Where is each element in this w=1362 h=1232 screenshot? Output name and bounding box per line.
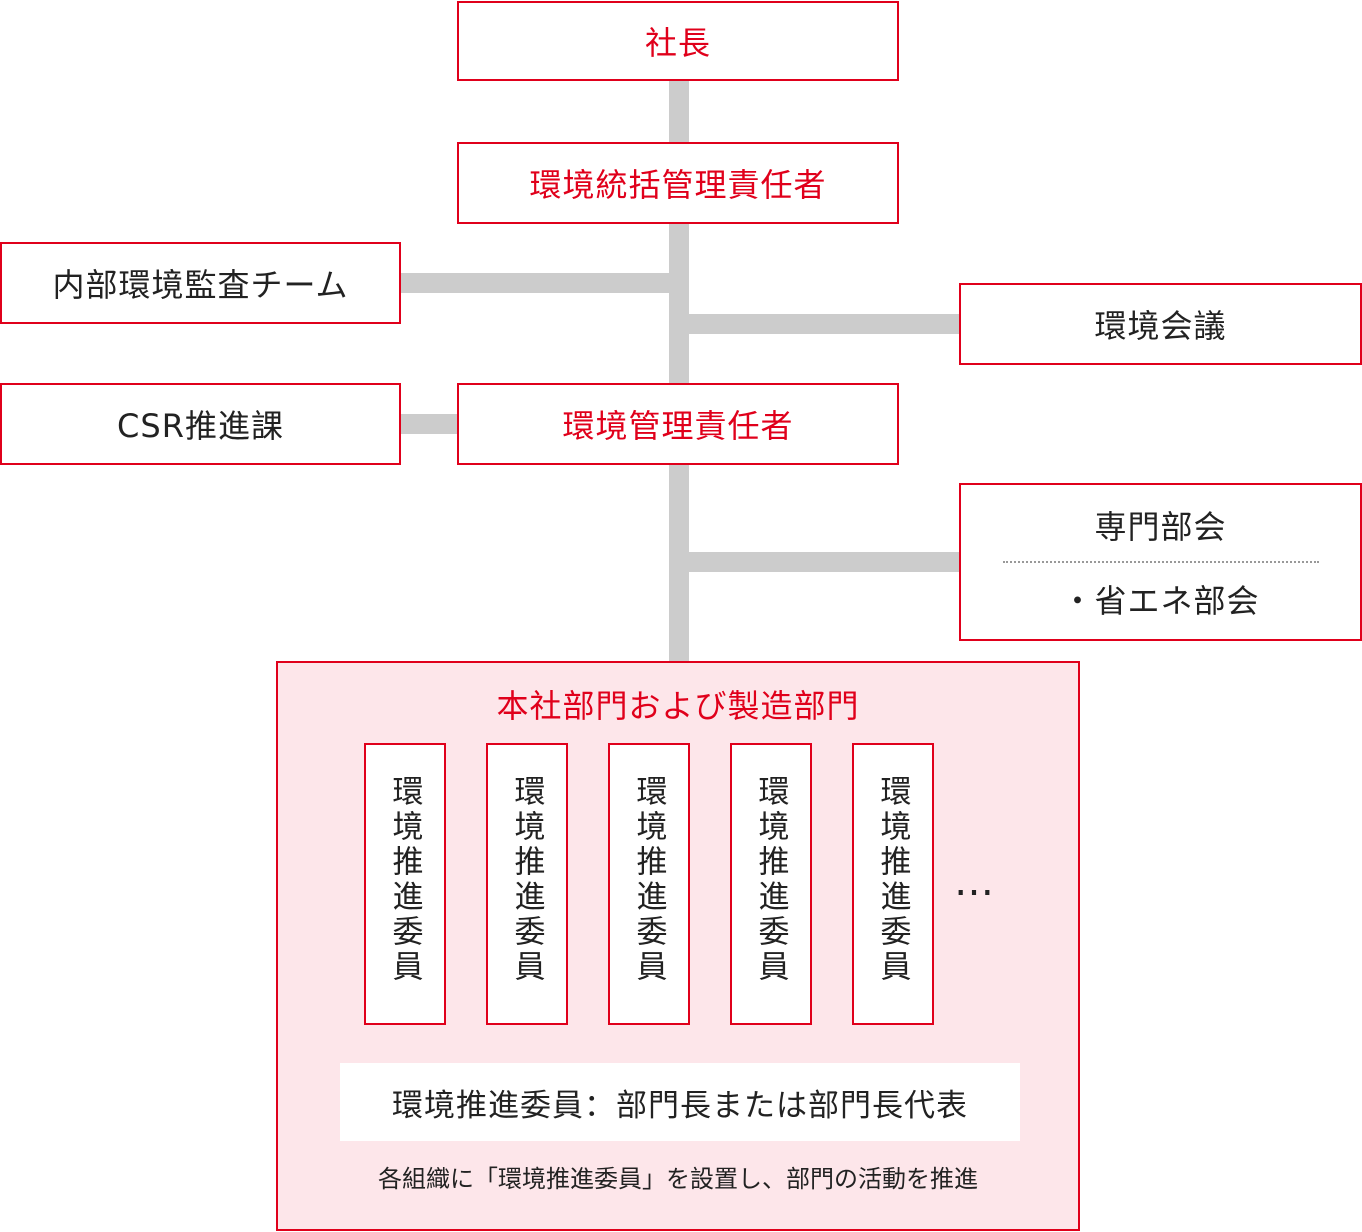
audit-team-box: 内部環境監査チーム — [0, 242, 401, 324]
specialist-title: 専門部会 — [1094, 508, 1227, 546]
connector-env-meeting — [688, 314, 960, 334]
manager-label: 環境管理責任者 — [562, 407, 794, 445]
specialist-box: 専門部会 ・省エネ部会 — [959, 483, 1362, 641]
connector-audit-team — [400, 273, 670, 293]
general-manager-box: 環境統括管理責任者 — [457, 142, 899, 224]
specialist-title-row: 専門部会 — [1094, 489, 1226, 561]
member-label: 環境推進委員 — [386, 775, 423, 985]
member-box: 環境推進委員 — [852, 743, 934, 1025]
connector-csr — [400, 414, 458, 434]
connector-specialist — [688, 552, 960, 572]
member-label: 環境推進委員 — [630, 775, 667, 985]
csr-label: CSR推進課 — [117, 407, 284, 445]
member-label: 環境推進委員 — [508, 775, 545, 985]
president-box: 社長 — [457, 1, 899, 81]
specialist-item-row: ・省エネ部会 — [1061, 563, 1259, 635]
more-ellipsis: … — [954, 859, 996, 905]
env-meeting-box: 環境会議 — [959, 283, 1362, 365]
group-note: 各組織に「環境推進委員」を設置し、部門の活動を推進 — [378, 1165, 978, 1193]
legend-box: 環境推進委員：部門長または部門長代表 — [340, 1063, 1020, 1141]
legend-text: 環境推進委員：部門長または部門長代表 — [392, 1087, 968, 1124]
member-box: 環境推進委員 — [608, 743, 690, 1025]
department-group: 本社部門および製造部門 環境推進委員 環境推進委員 環境推進委員 環境推進委員 … — [276, 661, 1080, 1231]
member-label: 環境推進委員 — [752, 775, 789, 985]
connector-vertical-main — [669, 80, 689, 662]
group-title: 本社部門および製造部門 — [496, 687, 860, 725]
audit-team-label: 内部環境監査チーム — [52, 266, 349, 304]
member-box: 環境推進委員 — [364, 743, 446, 1025]
member-box: 環境推進委員 — [730, 743, 812, 1025]
specialist-item: ・省エネ部会 — [1061, 582, 1260, 620]
general-manager-label: 環境統括管理責任者 — [529, 166, 827, 204]
env-meeting-label: 環境会議 — [1094, 307, 1227, 345]
csr-box: CSR推進課 — [0, 383, 401, 465]
member-box: 環境推進委員 — [486, 743, 568, 1025]
manager-box: 環境管理責任者 — [457, 383, 899, 465]
president-label: 社長 — [644, 24, 711, 62]
dotted-divider — [1002, 561, 1319, 563]
member-label: 環境推進委員 — [874, 775, 911, 985]
